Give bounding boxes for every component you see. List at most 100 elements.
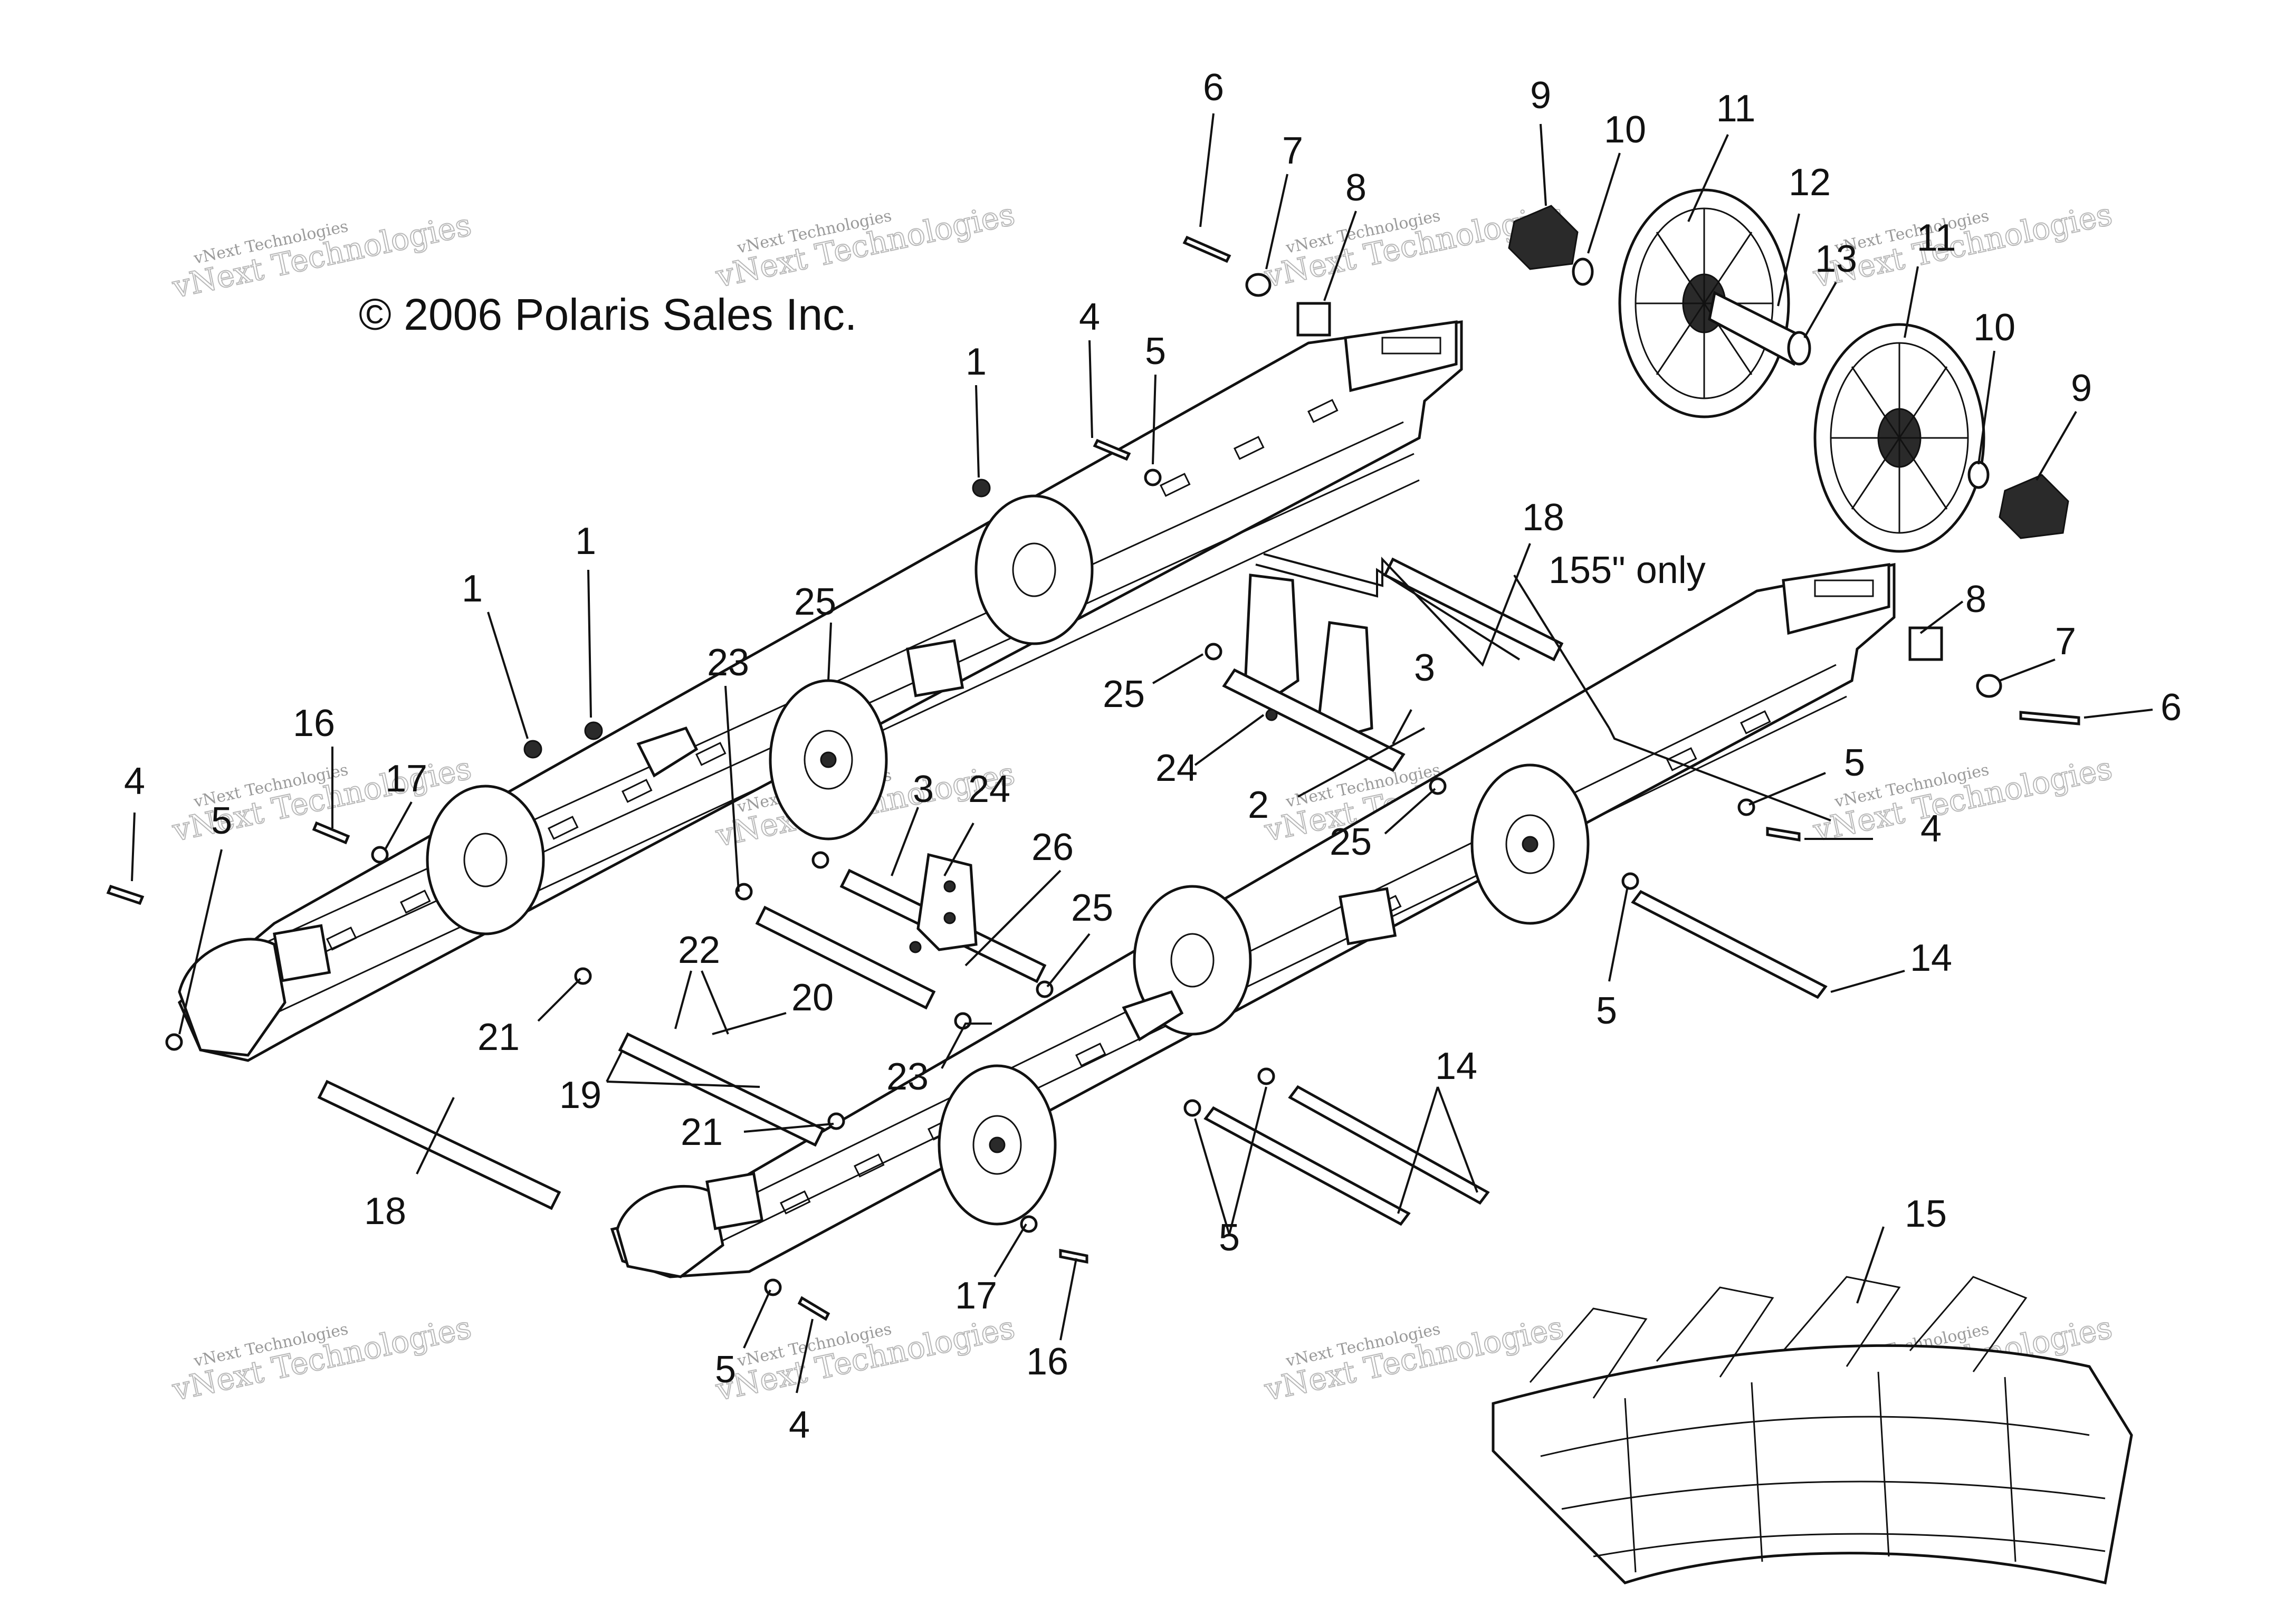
washer xyxy=(1257,1067,1275,1085)
idler-wheel xyxy=(769,679,888,840)
cross-shafts xyxy=(317,557,1828,1226)
callout-4: 4 xyxy=(1079,296,1100,338)
callout-17: 17 xyxy=(955,1275,997,1317)
callout-18: 18 xyxy=(364,1190,406,1233)
washer xyxy=(371,846,389,864)
callout-24: 24 xyxy=(1155,747,1198,789)
callout-23: 23 xyxy=(707,642,749,684)
callout-21: 21 xyxy=(477,1016,520,1058)
callout-6: 6 xyxy=(2161,686,2182,729)
callout-4: 4 xyxy=(1920,808,1942,850)
idler-wheel xyxy=(938,1064,1057,1226)
callout-15: 15 xyxy=(1905,1193,1947,1235)
cross-shaft xyxy=(1383,557,1564,662)
bearing-plate xyxy=(1908,626,1943,661)
callout-11: 11 xyxy=(1917,217,1956,259)
callout-26: 26 xyxy=(1031,826,1074,868)
callout-17: 17 xyxy=(385,758,427,800)
bearing-plate xyxy=(1296,302,1331,337)
callout-25: 25 xyxy=(794,581,836,623)
cross-shaft xyxy=(1288,1085,1490,1205)
callout-22: 22 xyxy=(678,929,720,971)
bolt xyxy=(1059,1248,1088,1264)
callout-25: 25 xyxy=(1103,673,1145,715)
callout-5: 5 xyxy=(1219,1217,1240,1259)
leader-lines xyxy=(131,113,2153,1393)
callout-23: 23 xyxy=(886,1056,929,1098)
callout-19: 19 xyxy=(559,1074,601,1116)
copyright-text: © 2006 Polaris Sales Inc. xyxy=(359,290,857,339)
bolt xyxy=(1766,827,1801,842)
callout-14: 14 xyxy=(1435,1045,1477,1087)
bolt xyxy=(1182,235,1231,263)
callout-9: 9 xyxy=(2071,367,2092,409)
callout-2: 2 xyxy=(1248,784,1269,826)
shock-pivot xyxy=(1122,990,1184,1042)
callout-3: 3 xyxy=(913,768,934,810)
rail-front xyxy=(610,562,1896,1278)
drive-wheel xyxy=(1618,188,1790,418)
callout-1: 1 xyxy=(462,568,483,610)
washer xyxy=(165,1033,183,1051)
washer xyxy=(1245,273,1272,297)
watermark: vNext Technologies vNext Technologies xyxy=(1260,1309,1567,1409)
callout-8: 8 xyxy=(1345,167,1366,209)
idler-wheels xyxy=(426,494,1590,1226)
callout-12: 12 xyxy=(1789,161,1831,204)
callout-5: 5 xyxy=(211,800,232,842)
watermark: vNext Technologies vNext Technologies xyxy=(712,196,1018,295)
rail-slots xyxy=(326,399,1339,951)
callout-25: 25 xyxy=(1071,887,1113,929)
washer xyxy=(1976,674,2002,698)
watermark: vNext Technologies vNext Technologies xyxy=(168,206,475,306)
washer xyxy=(764,1278,782,1296)
bolt xyxy=(2019,711,2080,725)
callouts: 6 7 8 9 10 11 12 13 11 10 9 4 5 1 1 1 18… xyxy=(124,66,2182,1446)
cross-shaft xyxy=(618,1032,825,1147)
callout-4: 4 xyxy=(124,760,145,803)
nut xyxy=(972,479,991,498)
washer xyxy=(1737,798,1755,816)
spacer-ring xyxy=(1572,257,1594,286)
callout-20: 20 xyxy=(791,977,834,1019)
washer xyxy=(827,1112,845,1130)
washer xyxy=(1621,872,1639,890)
washer xyxy=(1205,643,1222,661)
callout-24: 24 xyxy=(968,768,1010,810)
note-155-only: 155" only xyxy=(1549,549,1706,591)
cross-shaft xyxy=(1203,1106,1411,1226)
callout-18: 18 xyxy=(1522,496,1564,539)
drive-axle xyxy=(1708,291,1811,366)
callout-13: 13 xyxy=(1815,238,1857,280)
arm-bracket xyxy=(916,853,978,951)
cross-shaft xyxy=(317,1080,561,1210)
nut xyxy=(909,941,922,953)
cross-shaft xyxy=(1631,890,1828,999)
callout-3: 3 xyxy=(1414,647,1435,689)
bearing-cap xyxy=(1999,474,2069,539)
bearing-cap xyxy=(1508,205,1579,270)
bolt xyxy=(797,1296,830,1321)
spacer-ring xyxy=(1967,461,1990,489)
cross-shaft xyxy=(755,905,936,1010)
drive-wheel xyxy=(1813,323,1985,553)
callout-5: 5 xyxy=(1844,742,1865,784)
callout-14: 14 xyxy=(1910,937,1952,979)
bolt xyxy=(1093,438,1131,461)
bolt xyxy=(106,884,145,905)
callout-5: 5 xyxy=(715,1349,736,1391)
drive-assembly xyxy=(1508,188,2069,553)
callout-6: 6 xyxy=(1203,66,1224,109)
nut xyxy=(584,721,603,740)
nut xyxy=(523,740,542,759)
watermark: vNext Technologies vNext Technologies xyxy=(168,1309,475,1409)
callout-8: 8 xyxy=(1965,578,1986,620)
callout-10: 10 xyxy=(1973,307,2015,349)
callout-21: 21 xyxy=(681,1111,723,1153)
idler-wheel xyxy=(974,494,1094,645)
nut xyxy=(1265,709,1278,721)
callout-7: 7 xyxy=(2055,620,2076,663)
callout-4: 4 xyxy=(789,1404,810,1446)
callout-9: 9 xyxy=(1530,74,1551,117)
